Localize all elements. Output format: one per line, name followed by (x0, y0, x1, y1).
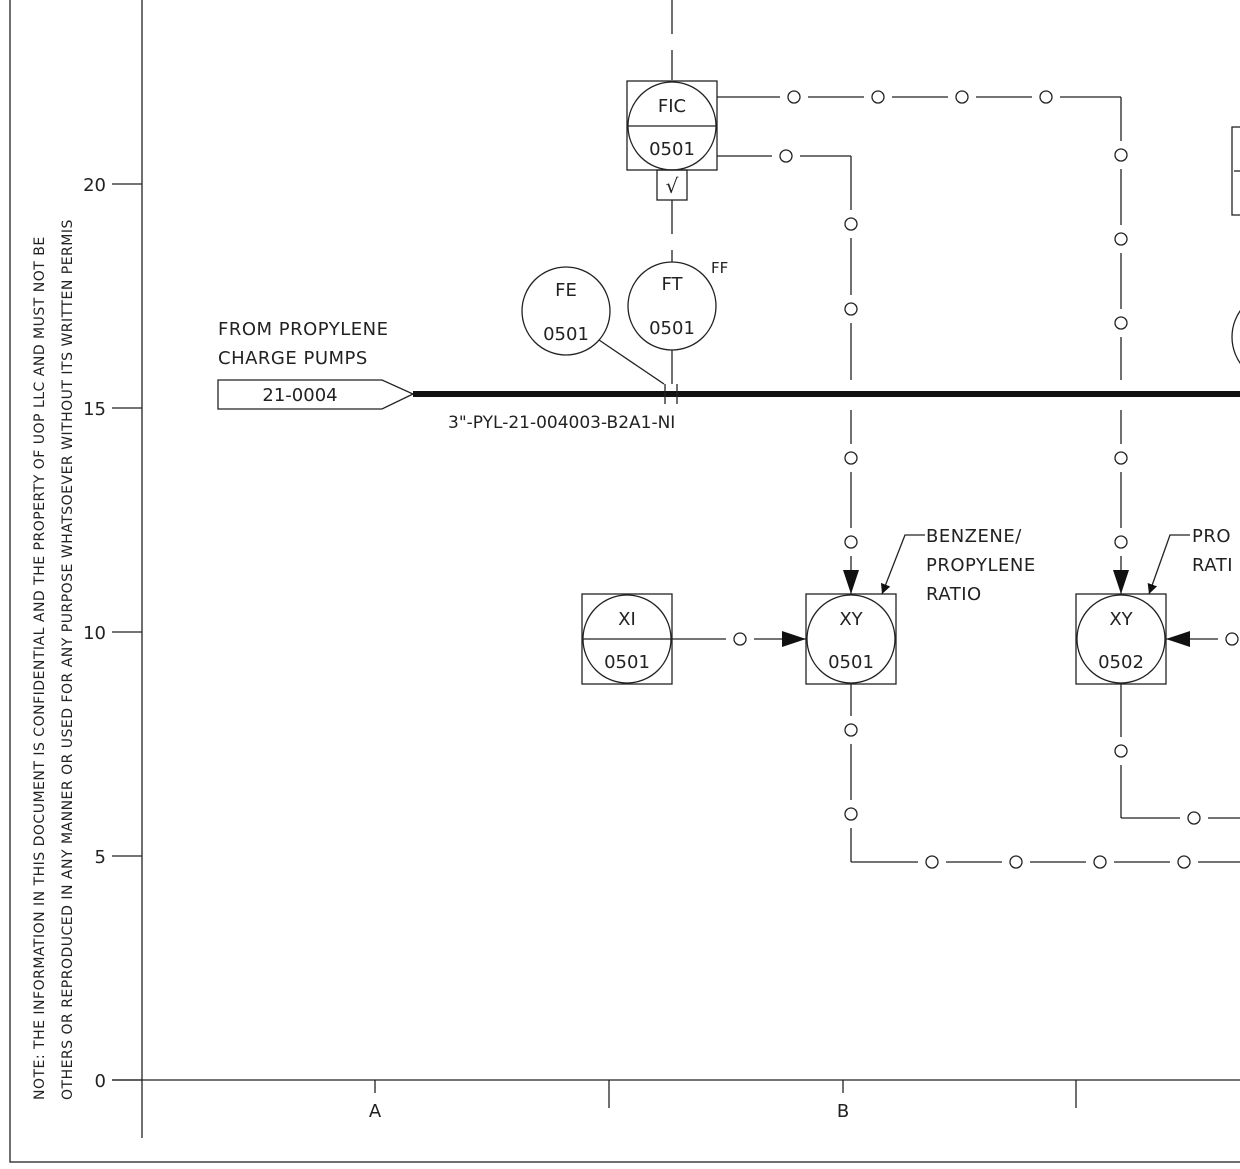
xy0502-callout: PRO RATI (1147, 526, 1233, 595)
source-label-line1: FROM PROPYLENE (218, 319, 389, 340)
xi-to-xy-signal (672, 631, 806, 647)
row-label-15: 15 (83, 399, 106, 420)
fic-0501[interactable]: FIC 0501 (626, 80, 718, 171)
xy1-number: 0501 (828, 652, 874, 673)
horizontal-scale: A B (112, 1079, 1240, 1122)
pipe-spec: 3"-PYL-21-004003-B2A1-NI (448, 413, 675, 433)
xy1-tag: XY (839, 609, 863, 630)
source-connector[interactable]: FROM PROPYLENE CHARGE PUMPS 21-0004 (217, 319, 415, 410)
callout-xy1-line1: BENZENE/ (926, 526, 1022, 547)
xi-number: 0501 (604, 652, 650, 673)
xy2-number: 0502 (1098, 652, 1144, 673)
callout-xy2-line1: PRO (1192, 526, 1231, 547)
note-line-1: NOTE: THE INFORMATION IN THIS DOCUMENT I… (32, 236, 48, 1100)
row-label-0: 0 (95, 1071, 106, 1092)
off-page-connector[interactable] (217, 379, 415, 410)
fic-tag: FIC (658, 96, 686, 117)
row-label-10: 10 (83, 623, 106, 644)
xy0502-output-signal (1114, 684, 1240, 825)
fic-number: 0501 (649, 139, 695, 160)
sqrt-symbol: √ (666, 174, 679, 198)
vertical-scale: 20 15 10 5 0 (83, 0, 143, 1138)
xi-tag: XI (618, 609, 636, 630)
row-label-20: 20 (83, 175, 106, 196)
col-label-a: A (369, 1101, 382, 1122)
partial-instrument-circle (1231, 309, 1240, 365)
fe-tag: FE (555, 280, 577, 301)
right-input-signal (1166, 631, 1239, 647)
ft-number: 0501 (649, 318, 695, 339)
drawing-border (9, 0, 1240, 1163)
fic-output-signal-top (717, 90, 1129, 594)
orifice-plate (664, 384, 678, 404)
callout-xy1-line2: PROPYLENE (926, 555, 1036, 576)
fe-0501[interactable]: FE 0501 (521, 266, 665, 385)
ft-note: FF (711, 259, 728, 277)
xy0501-output-signal (844, 684, 1240, 869)
connector-ref: 21-0004 (262, 385, 337, 406)
xy-0501[interactable]: XY 0501 (805, 593, 897, 685)
fe-number: 0501 (543, 324, 589, 345)
confidentiality-note: NOTE: THE INFORMATION IN THIS DOCUMENT I… (32, 219, 76, 1100)
xy2-tag: XY (1109, 609, 1133, 630)
callout-xy1-line3: RATIO (926, 584, 982, 605)
fe-leader (598, 339, 665, 385)
partial-instrument-box (1231, 126, 1240, 216)
ft-tag: FT (661, 274, 683, 295)
xi-0501[interactable]: XI 0501 (581, 593, 673, 685)
col-label-b: B (837, 1101, 849, 1122)
ft-0501[interactable]: FT 0501 FF (627, 259, 728, 384)
source-label-line2: CHARGE PUMPS (218, 348, 368, 369)
xy0501-callout: BENZENE/ PROPYLENE RATIO (880, 526, 1036, 605)
note-line-2: OTHERS OR REPRODUCED IN ANY MANNER OR US… (60, 219, 76, 1100)
callout-xy2-line2: RATI (1192, 555, 1233, 576)
fic-output-signal-xy0501 (717, 149, 859, 594)
row-label-5: 5 (95, 847, 106, 868)
xy-0502[interactable]: XY 0502 (1075, 593, 1167, 685)
square-root-function: √ (656, 169, 688, 201)
